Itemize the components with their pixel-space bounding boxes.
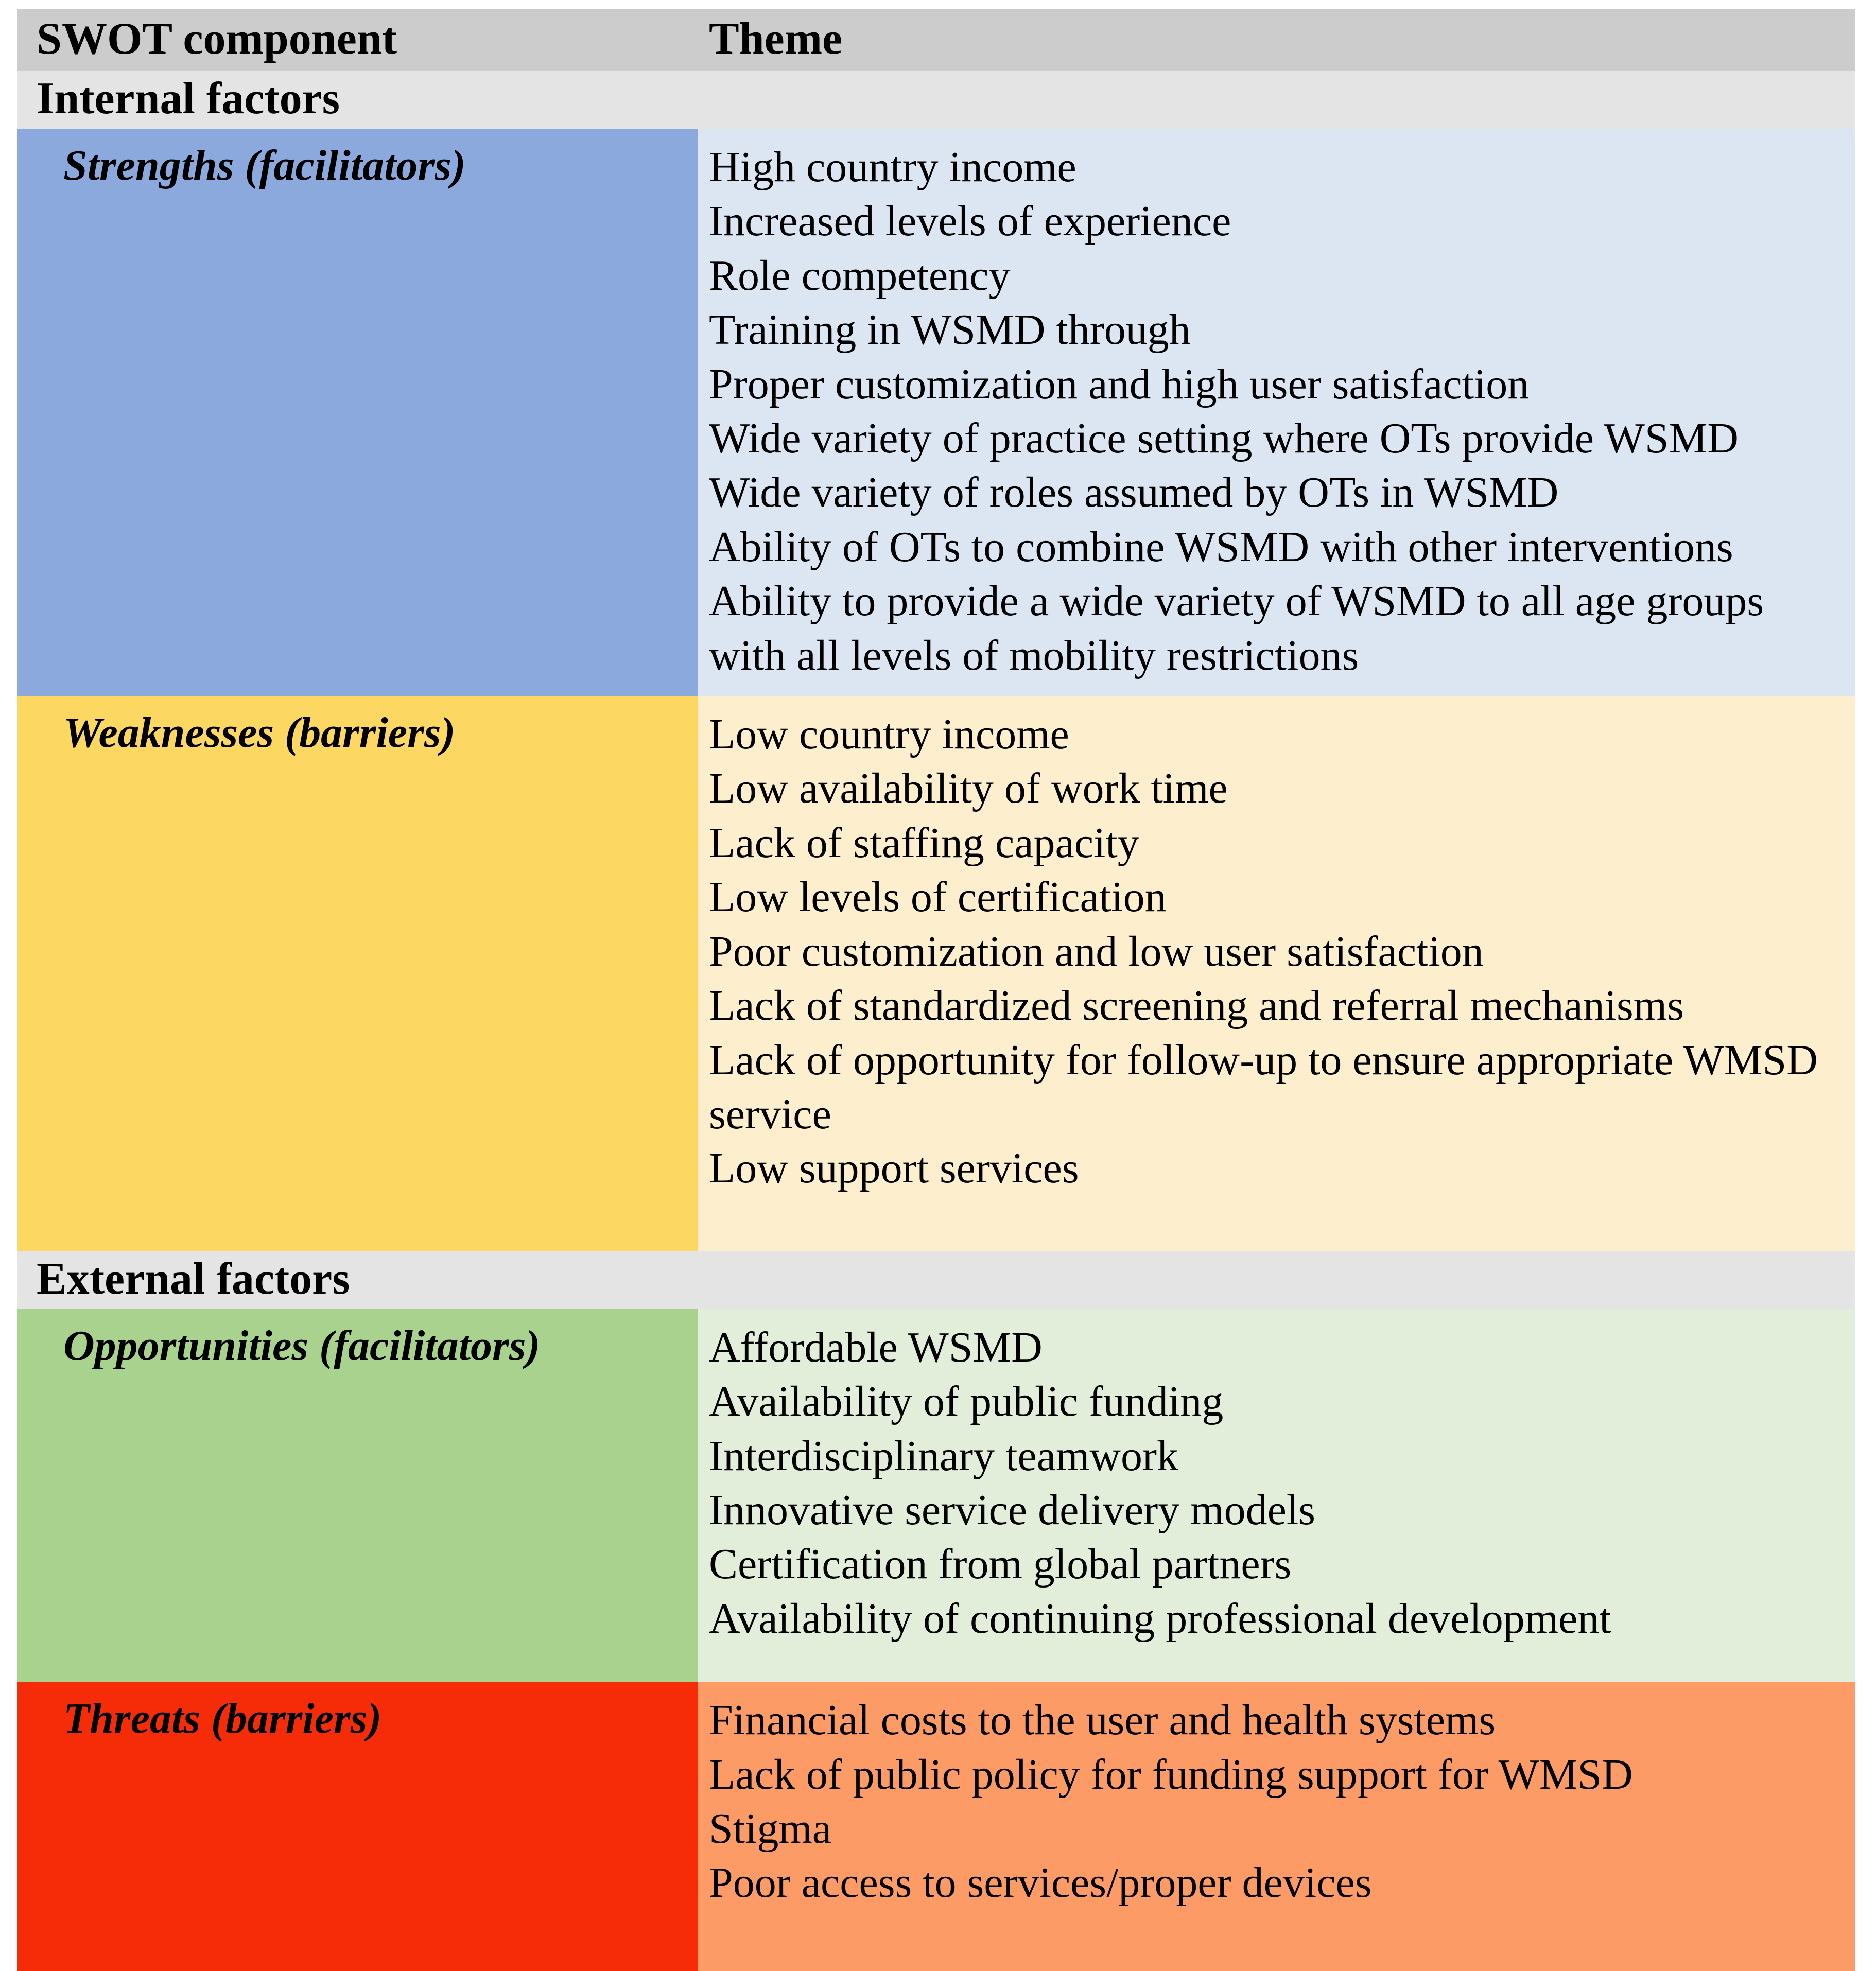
list-item: Training in WSMD through bbox=[709, 306, 1191, 354]
theme-list-strengths: High country income Increased levels of … bbox=[698, 129, 1855, 696]
list-item: Lack of opportunity for follow-up to ens… bbox=[709, 1036, 1818, 1138]
list-item: Stigma bbox=[709, 1804, 832, 1853]
list-item: Increased levels of experience bbox=[709, 197, 1231, 246]
list-item: Financial costs to the user and health s… bbox=[709, 1696, 1496, 1745]
list-item: Availability of public funding bbox=[709, 1377, 1224, 1426]
table-row-weaknesses: Weaknesses (barriers) Low country income… bbox=[17, 696, 1855, 1251]
swot-label-weaknesses: Weaknesses (barriers) bbox=[17, 696, 698, 1251]
list-item: Wide variety of practice setting where O… bbox=[709, 414, 1739, 463]
theme-list-weaknesses: Low country income Low availability of w… bbox=[698, 696, 1855, 1251]
list-item: High country income bbox=[709, 143, 1076, 191]
list-item: Certification from global partners bbox=[709, 1540, 1292, 1589]
list-item: Lack of standardized screening and refer… bbox=[709, 982, 1684, 1030]
list-item: Availability of continuing professional … bbox=[709, 1594, 1611, 1643]
column-header-theme-label: Theme bbox=[709, 14, 843, 64]
column-header-swot-component-label: SWOT component bbox=[37, 14, 397, 64]
theme-list-threats: Financial costs to the user and health s… bbox=[698, 1682, 1855, 1971]
list-item: Innovative service delivery models bbox=[709, 1486, 1315, 1534]
table-header-row: SWOT component Theme bbox=[17, 9, 1855, 71]
list-item: Ability to provide a wide variety of WSM… bbox=[709, 577, 1764, 679]
list-item: Low levels of certification bbox=[709, 873, 1167, 921]
list-item: Poor access to services/proper devices bbox=[709, 1859, 1372, 1907]
list-item: Low country income bbox=[709, 710, 1069, 759]
list-item: Affordable WSMD bbox=[709, 1323, 1043, 1371]
section-band-internal-factors-label: Internal factors bbox=[17, 71, 698, 129]
column-header-theme: Theme bbox=[698, 9, 1855, 71]
list-item: Interdisciplinary teamwork bbox=[709, 1432, 1179, 1480]
table-row-strengths: Strengths (facilitators) High country in… bbox=[17, 129, 1855, 696]
list-item: Low availability of work time bbox=[709, 764, 1228, 813]
section-band-external-factors-label: External factors bbox=[17, 1251, 698, 1309]
swot-label-threats: Threats (barriers) bbox=[17, 1682, 698, 1971]
column-header-swot-component: SWOT component bbox=[17, 9, 698, 71]
swot-label-strengths: Strengths (facilitators) bbox=[17, 129, 698, 696]
list-item: Lack of staffing capacity bbox=[709, 818, 1139, 867]
swot-analysis-table: SWOT component Theme Internal factors St… bbox=[17, 9, 1855, 1971]
table-row-opportunities: Opportunities (facilitators) Affordable … bbox=[17, 1309, 1855, 1682]
list-item: Role competency bbox=[709, 251, 1011, 300]
theme-list-opportunities: Affordable WSMD Availability of public f… bbox=[698, 1309, 1855, 1682]
section-band-internal-factors: Internal factors bbox=[17, 71, 1855, 129]
list-item: Poor customization and low user satisfac… bbox=[709, 927, 1484, 975]
list-item: Lack of public policy for funding suppor… bbox=[709, 1750, 1633, 1799]
list-item: Low support services bbox=[709, 1144, 1079, 1193]
section-band-external-factors-spacer bbox=[698, 1251, 1855, 1309]
table-row-threats: Threats (barriers) Financial costs to th… bbox=[17, 1682, 1855, 1971]
swot-label-opportunities: Opportunities (facilitators) bbox=[17, 1309, 698, 1682]
section-band-external-factors: External factors bbox=[17, 1251, 1855, 1309]
list-item: Proper customization and high user satis… bbox=[709, 360, 1530, 408]
section-band-internal-factors-spacer bbox=[698, 71, 1855, 129]
list-item: Wide variety of roles assumed by OTs in … bbox=[709, 468, 1559, 517]
list-item: Ability of OTs to combine WSMD with othe… bbox=[709, 522, 1733, 571]
